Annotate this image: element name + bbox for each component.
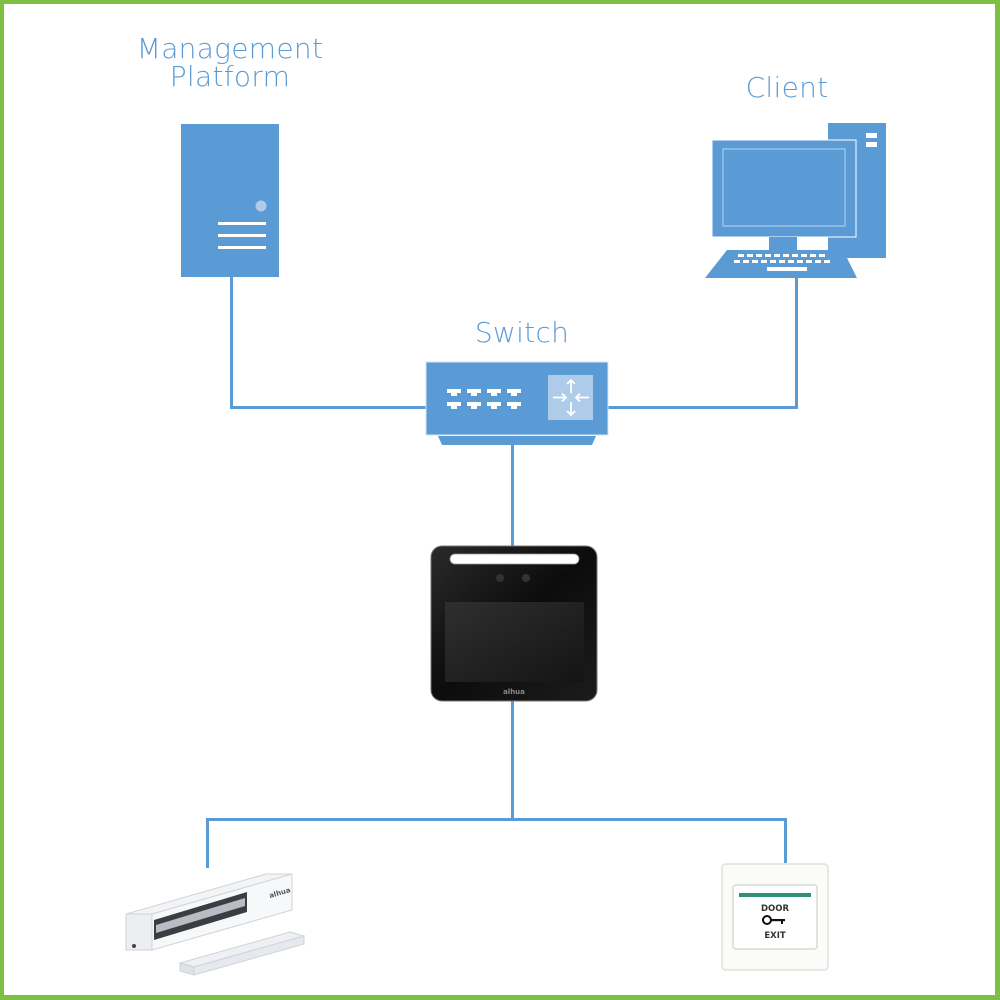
exit-button-face: [732, 884, 818, 950]
edge-platform-vertical: [230, 276, 233, 409]
exit-indicator-bar: [739, 893, 811, 897]
edge-branch-exit: [784, 818, 787, 863]
armature-plate-side: [193, 935, 305, 976]
lock-coil-face: [156, 898, 245, 933]
terminal-light-bar: [449, 553, 580, 565]
switch-label: Switch: [474, 316, 570, 349]
management-platform-label: Management Platform: [110, 32, 350, 94]
edge-client-vertical: [795, 278, 798, 409]
management-platform-label-line2: Platform: [169, 60, 291, 93]
desktop-computer-icon: [705, 123, 886, 278]
pc-keyboard: [705, 250, 857, 278]
edge-switch-terminal: [511, 445, 514, 548]
server-icon: [181, 124, 279, 277]
server-body: [181, 124, 279, 277]
management-platform-label-line1: Management: [136, 32, 324, 65]
magnetic-lock-icon: alhua: [125, 873, 306, 976]
edge-branch-lock: [206, 818, 209, 868]
face-recognition-terminal-icon: alhua: [430, 545, 598, 702]
network-switch-icon: [425, 361, 609, 445]
server-slot: [218, 222, 266, 225]
edge-terminal-down: [511, 700, 514, 821]
client-label: Client: [745, 71, 829, 104]
exit-label-door: DOOR: [761, 904, 790, 914]
lock-screw: [132, 944, 136, 948]
terminal-screen: [445, 602, 584, 682]
terminal-brand-logo: alhua: [503, 688, 525, 696]
edge-branch-horizontal: [206, 818, 787, 821]
server-power-led: [255, 200, 267, 212]
edge-platform-horizontal: [230, 406, 428, 409]
pc-monitor: [711, 139, 857, 250]
server-slot: [218, 234, 266, 237]
switch-ports: [447, 389, 521, 409]
lock-body-front: [125, 913, 153, 951]
terminal-camera-right: [522, 574, 530, 582]
routing-arrows-icon: [553, 378, 589, 417]
exit-label-exit: EXIT: [764, 931, 786, 941]
edge-client-horizontal: [606, 406, 798, 409]
terminal-camera-left: [496, 574, 504, 582]
door-exit-button-icon: DOOR EXIT: [721, 863, 829, 971]
switch-base: [438, 436, 596, 445]
key-icon: [762, 915, 785, 925]
server-slot: [218, 246, 266, 249]
